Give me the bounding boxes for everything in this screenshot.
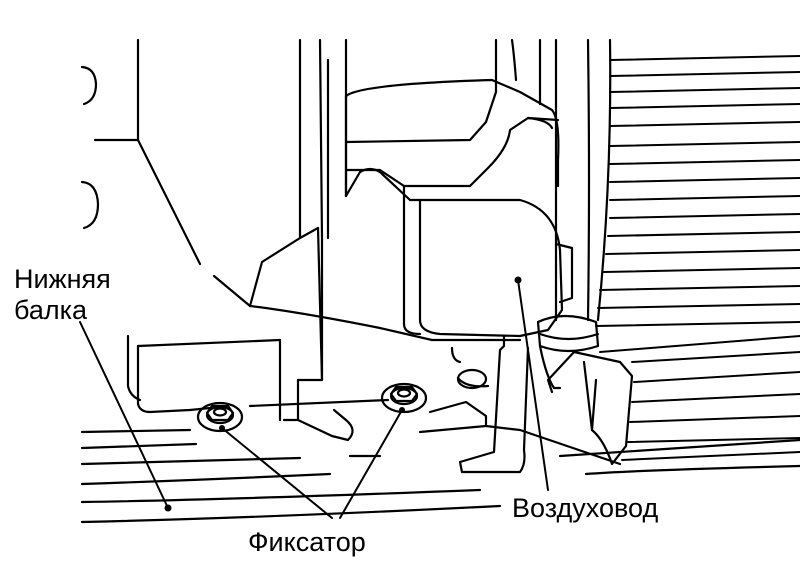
label-lower-beam-line1: Нижняя [14, 264, 111, 294]
label-clip: Фиксатор [248, 527, 366, 558]
leader-clip-right [340, 410, 402, 518]
leader-dot-air-duct [514, 276, 522, 284]
tube-bracket [548, 352, 632, 464]
leader-clip-left [222, 428, 332, 518]
panel-vertical-edge [138, 40, 200, 264]
clip-left [198, 403, 242, 431]
leader-dot-clip-left [219, 425, 225, 431]
label-air-duct: Воздуховод [512, 493, 659, 524]
duct-lower-bracket [452, 336, 528, 472]
panel-diagonal-edge [214, 276, 250, 306]
upper-slot [82, 67, 96, 104]
left-body-panel [82, 40, 250, 306]
leader-lines [80, 280, 548, 518]
duct-upper-section [346, 40, 558, 196]
pillar [250, 40, 346, 436]
tube-coupling [538, 316, 598, 351]
ribbed-panel [596, 56, 800, 460]
label-lower-beam: Нижняя балка [14, 264, 144, 326]
lower-beam [82, 336, 800, 522]
label-lower-beam-line2: балка [14, 295, 88, 325]
vertical-tube [538, 40, 610, 388]
leader-dot-clip-right [399, 407, 405, 413]
leader-dot-lower-beam [164, 504, 172, 512]
leader-lower-beam [80, 322, 168, 508]
lower-slot [82, 182, 98, 228]
leader-air-duct [518, 280, 548, 490]
air-duct-body [250, 169, 572, 340]
